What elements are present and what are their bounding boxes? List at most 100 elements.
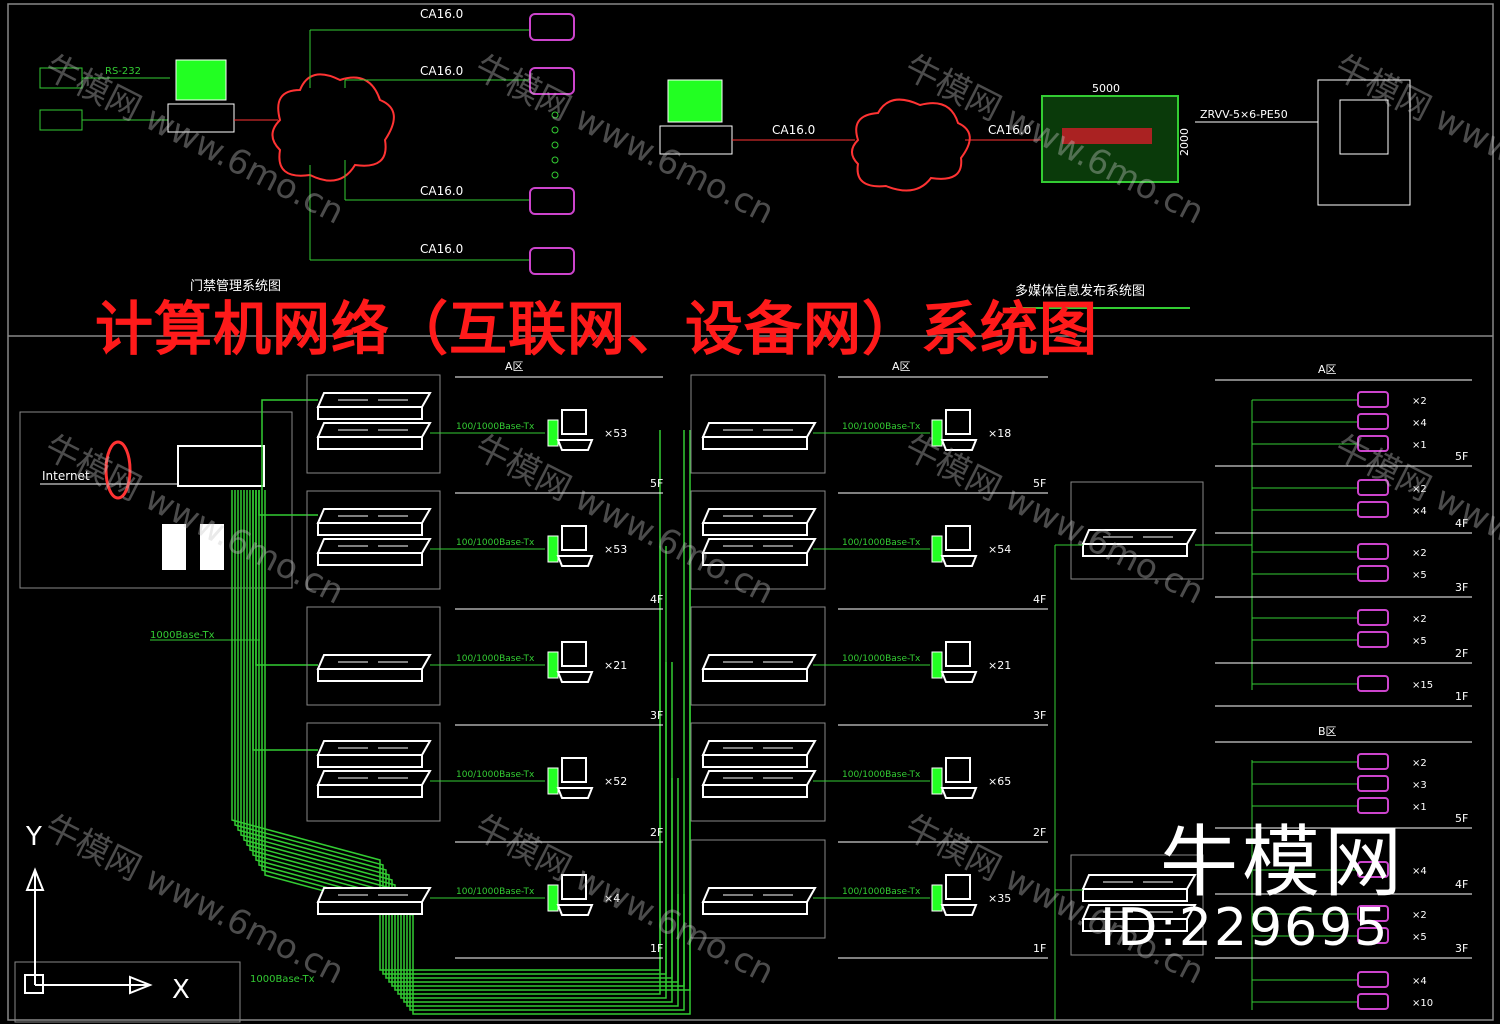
column-a1: 100/1000Base-Tx×535F100/1000Base-Tx×534F… — [306, 374, 663, 959]
core-room-frame — [19, 411, 293, 589]
pc-base-icon — [167, 103, 235, 133]
floor-label: 5F — [1455, 450, 1468, 463]
idf-frame — [690, 490, 826, 590]
phone-icon — [1357, 565, 1389, 582]
switch-icon — [316, 740, 432, 768]
power-switch-icon — [1339, 99, 1389, 155]
idf-frame — [306, 606, 441, 706]
phone-count: ×5 — [1412, 636, 1427, 647]
floor-label: 5F — [650, 477, 663, 490]
lan-cloud — [851, 98, 971, 192]
switch-icon — [701, 422, 817, 450]
section-label: A区 — [892, 360, 911, 373]
phone-icon — [1357, 543, 1389, 560]
switch-icon — [316, 508, 432, 536]
floor-label: 5F — [1033, 477, 1046, 490]
caption: 多媒体信息发布系统图 — [1015, 283, 1145, 299]
phone-icon — [1357, 971, 1389, 988]
phone-icon — [1357, 753, 1389, 770]
workstation-icon — [547, 409, 594, 451]
trunk-line — [258, 490, 679, 1007]
phone-icon — [1357, 631, 1389, 648]
idf-frame — [306, 722, 441, 822]
idf-frame — [690, 606, 826, 706]
switch-icon — [701, 770, 817, 798]
phone-icon — [1357, 861, 1389, 878]
switch-icon — [1081, 904, 1197, 932]
link-label: 100/1000Base-Tx — [456, 770, 535, 780]
dimension-label: 2000 — [1178, 128, 1191, 156]
workstation-count: ×53 — [604, 543, 627, 556]
axis-x-label: X — [172, 975, 190, 1005]
trunk-line — [261, 430, 685, 1011]
phone-count: ×1 — [1412, 440, 1427, 451]
idf-frame — [690, 374, 826, 474]
idf-frame — [306, 374, 441, 474]
link-label: 100/1000Base-Tx — [842, 422, 921, 432]
phone-count: ×1 — [1412, 802, 1427, 813]
section-label: B区 — [1318, 725, 1337, 738]
phone-count: ×2 — [1412, 396, 1427, 407]
switch-icon — [701, 538, 817, 566]
floor-label: 2F — [650, 826, 663, 839]
workstation-count: ×4 — [604, 892, 620, 905]
trunk-line — [252, 490, 667, 999]
pc-monitor-icon — [175, 59, 227, 101]
card-reader-icon — [529, 247, 575, 275]
link-label: 100/1000Base-Tx — [456, 887, 535, 897]
workstation-icon — [931, 874, 978, 916]
switch-icon — [701, 508, 817, 536]
floor-label: 4F — [1455, 517, 1468, 530]
trunk-line — [249, 490, 661, 995]
phone-count: ×2 — [1412, 548, 1427, 559]
phone-icon — [1357, 479, 1389, 496]
phone-count: ×2 — [1412, 484, 1427, 495]
ucs-axis-icon — [24, 867, 153, 995]
card-reader-icon — [529, 187, 575, 215]
bottom-room-frame — [14, 961, 241, 1023]
phone-count: ×15 — [1412, 680, 1433, 691]
axis-y-label: Y — [25, 822, 42, 852]
floor-label: 2F — [1033, 826, 1046, 839]
workstation-count: ×21 — [988, 659, 1011, 672]
link-label: 100/1000Base-Tx — [456, 538, 535, 548]
floor-label: 2F — [1455, 647, 1468, 660]
phone-count: ×4 — [1412, 418, 1427, 429]
floor-label: 1F — [650, 942, 663, 955]
phone-icon — [1357, 775, 1389, 792]
trunk-line — [255, 490, 673, 1003]
floor-label: 1F — [1033, 942, 1046, 955]
workstation-count: ×53 — [604, 427, 627, 440]
floor-label: 3F — [1455, 942, 1468, 955]
phone-count: ×5 — [1412, 570, 1427, 581]
led-text-strip — [1062, 128, 1152, 144]
workstation-icon — [931, 525, 978, 567]
workstation-icon — [931, 757, 978, 799]
rs232-label: RS-232 — [105, 66, 141, 77]
server-icon — [162, 524, 186, 570]
link-label: 100/1000Base-Tx — [842, 538, 921, 548]
section-label: A区 — [505, 360, 524, 373]
section-label: A区 — [1318, 363, 1337, 376]
server-icon — [200, 524, 224, 570]
phone-count: ×4 — [1412, 866, 1427, 877]
dimension-label: 5000 — [1092, 82, 1120, 95]
link-label: 100/1000Base-Tx — [842, 654, 921, 664]
trunk-line — [258, 490, 318, 516]
diagram-title: 计算机网络（互联网、设备网）系统图 — [95, 295, 1099, 363]
caption: 门禁管理系统图 — [190, 279, 281, 294]
floor-label: 4F — [1033, 593, 1046, 606]
idf-frame — [690, 839, 826, 939]
workstation-count: ×52 — [604, 775, 627, 788]
phone-icon — [1357, 797, 1389, 814]
phone-icon — [1357, 609, 1389, 626]
section-headers: A区 A区 A区 B区 — [455, 360, 1472, 743]
switch-icon — [316, 770, 432, 798]
trunk-lines — [231, 399, 691, 1015]
column-a2: 100/1000Base-Tx×185F100/1000Base-Tx×544F… — [690, 374, 1048, 959]
workstation-count: ×65 — [988, 775, 1011, 788]
idf-frame — [1070, 481, 1204, 580]
trunk-line — [261, 399, 318, 490]
phone-icon — [1357, 993, 1389, 1010]
workstation-icon — [547, 525, 594, 567]
